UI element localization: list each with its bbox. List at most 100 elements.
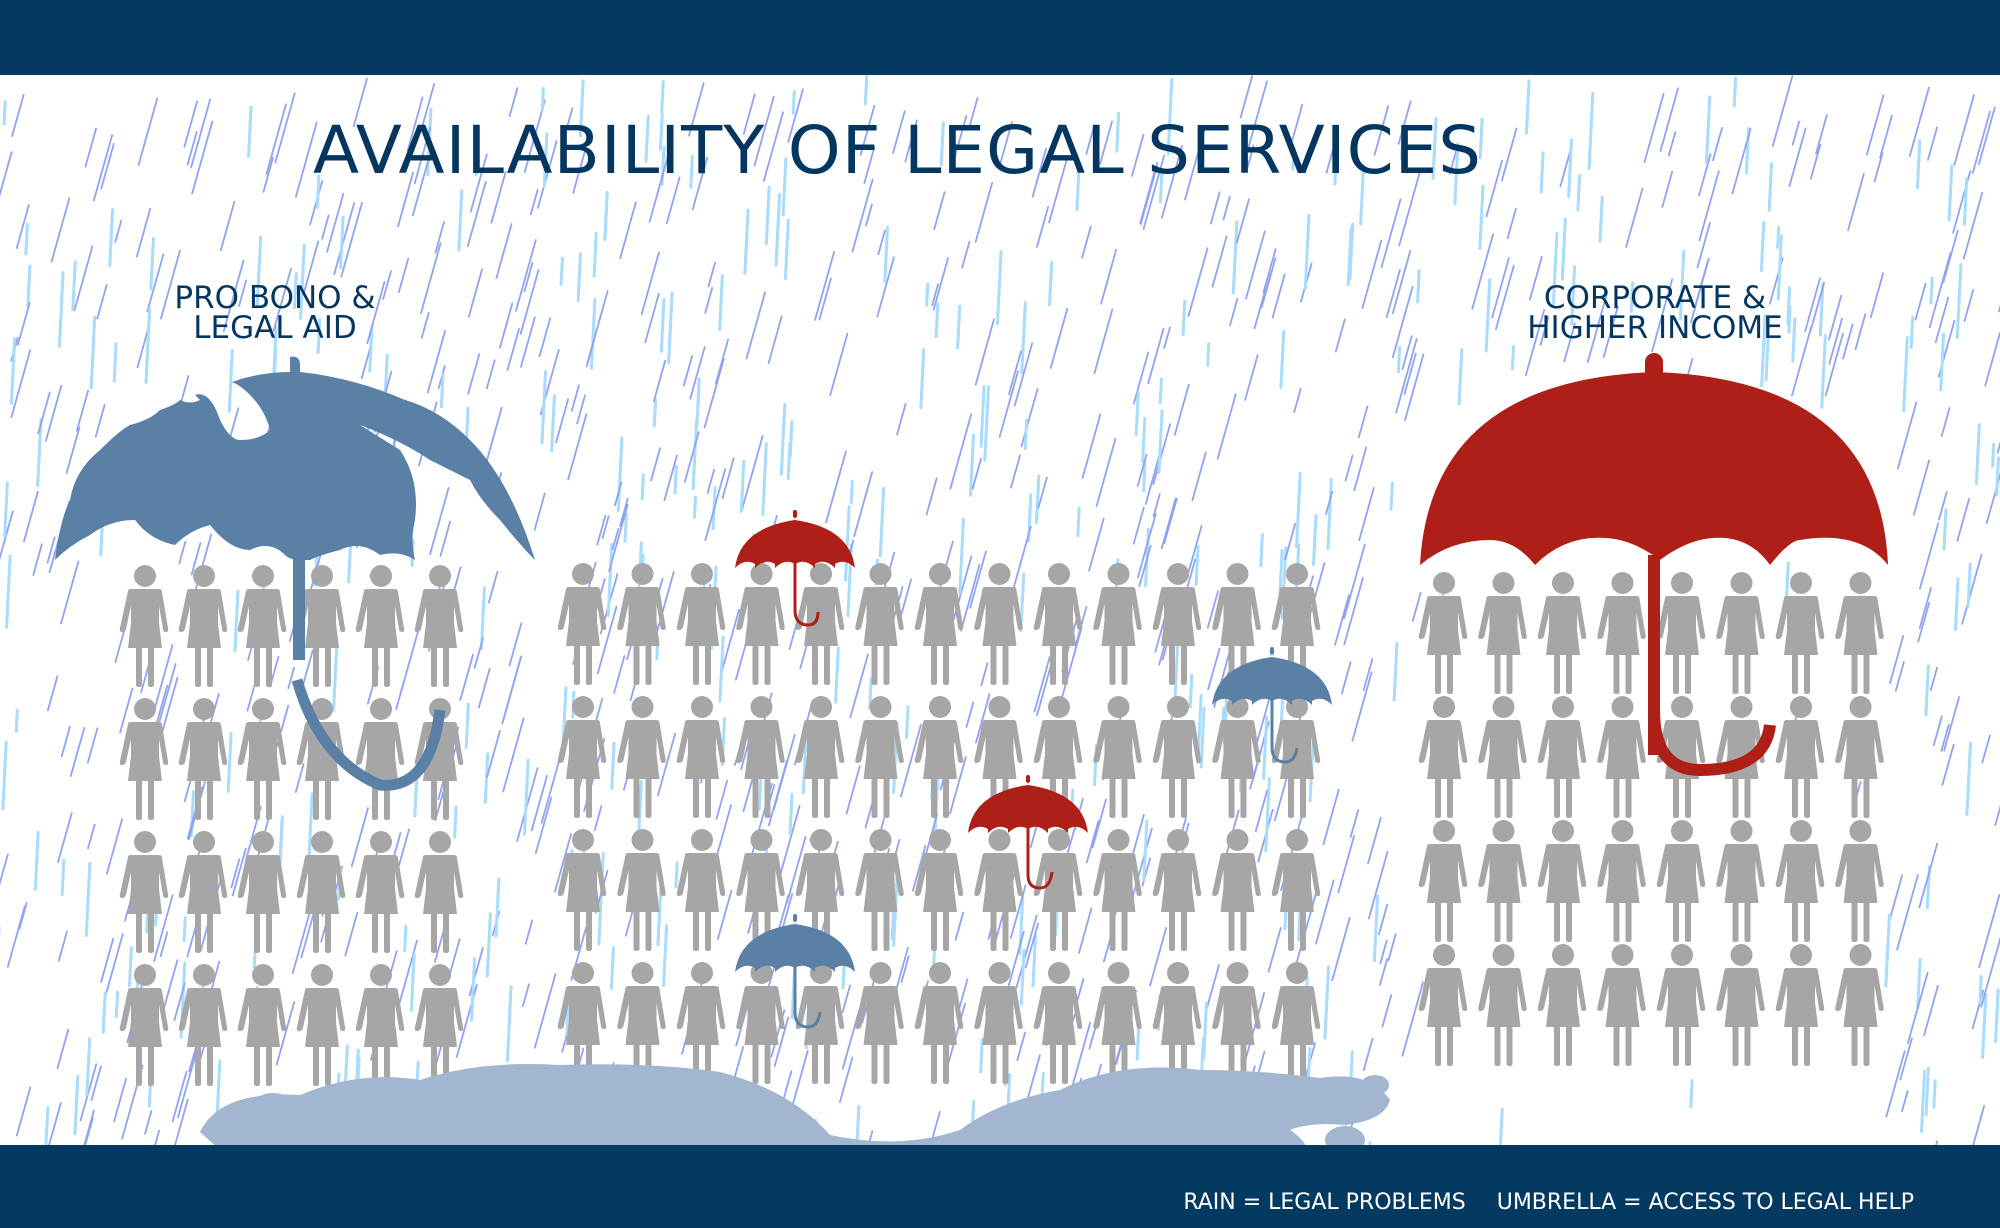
person-icon (1212, 962, 1261, 1084)
person-icon (974, 563, 1023, 685)
person-icon (1152, 962, 1202, 1084)
person-icon (355, 698, 405, 820)
person-icon (617, 696, 666, 818)
person-icon (1212, 696, 1261, 818)
large-red-umbrella-icon (1420, 353, 1888, 777)
person-icon (855, 696, 904, 818)
person-icon (178, 831, 228, 953)
person-icon (1478, 944, 1527, 1066)
person-icon (1716, 944, 1765, 1066)
person-icon (914, 563, 964, 685)
person-icon (1093, 696, 1142, 818)
person-icon (119, 964, 169, 1086)
person-icon (736, 962, 785, 1084)
person-icon (676, 829, 726, 951)
person-icon (1212, 829, 1261, 951)
person-icon (1716, 820, 1765, 942)
person-icon (119, 831, 169, 953)
person-icon (1775, 572, 1825, 694)
person-icon (1597, 820, 1646, 942)
person-icon (1093, 563, 1142, 685)
legend-rain: RAIN = LEGAL PROBLEMS (1183, 1190, 1466, 1215)
person-icon (1152, 829, 1202, 951)
footer-banner (0, 1145, 2000, 1228)
person-icon (1537, 944, 1587, 1066)
group-label-pro-bono: PRO BONO & LEGAL AID (140, 280, 410, 346)
person-icon (1835, 572, 1884, 694)
person-icon (237, 831, 287, 953)
person-icon (974, 962, 1023, 1084)
person-icon (1418, 944, 1468, 1066)
person-icon (1537, 572, 1587, 694)
person-icon (237, 565, 287, 687)
person-icon (1033, 563, 1083, 685)
person-icon (676, 696, 726, 818)
person-icon (355, 831, 405, 953)
person-icon (1093, 829, 1142, 951)
person-icon (414, 964, 464, 1086)
person-icon (1835, 820, 1884, 942)
person-icon (1418, 572, 1468, 694)
legend-umbrella: UMBRELLA = ACCESS TO LEGAL HELP (1496, 1190, 1914, 1215)
person-icon (355, 964, 405, 1086)
person-icon (795, 696, 845, 818)
person-icon (736, 696, 785, 818)
group-label-line: LEGAL AID (193, 310, 357, 346)
small-red-umbrella-icon-1 (735, 510, 855, 627)
person-icon (914, 962, 964, 1084)
person-icon (557, 563, 607, 685)
person-icon (617, 829, 666, 951)
person-icon (1033, 962, 1083, 1084)
person-icon (1271, 962, 1321, 1084)
person-icon (736, 563, 785, 685)
person-icon (1478, 820, 1527, 942)
person-icon (1537, 696, 1587, 818)
person-icon (1656, 944, 1706, 1066)
person-icon (237, 964, 287, 1086)
page-title: AVAILABILITY OF LEGAL SERVICES (313, 112, 1482, 189)
group-label-line: PRO BONO & (174, 280, 376, 316)
group-label-corporate: CORPORATE & HIGHER INCOME (1480, 283, 1830, 346)
person-icon (1478, 696, 1527, 818)
person-icon (1418, 820, 1468, 942)
person-icon (855, 962, 904, 1084)
legend: RAIN = LEGAL PROBLEMS UMBRELLA = ACCESS … (1159, 1190, 1914, 1215)
person-icon (178, 964, 228, 1086)
person-icon (119, 698, 169, 820)
person-icon (557, 829, 607, 951)
small-blue-umbrella-icon-1 (1212, 647, 1332, 764)
person-icon (617, 563, 666, 685)
group-label-line: HIGHER INCOME (1527, 310, 1783, 346)
person-icon (1656, 820, 1706, 942)
person-icon (119, 565, 169, 687)
person-icon (914, 829, 964, 951)
person-icon (178, 565, 228, 687)
person-icon (1271, 829, 1321, 951)
person-icon (296, 964, 346, 1086)
person-icon (1597, 944, 1646, 1066)
person-icon (1478, 572, 1527, 694)
person-icon (557, 696, 607, 818)
person-icon (178, 698, 228, 820)
person-icon (1597, 572, 1646, 694)
top-banner (0, 0, 2000, 75)
person-icon (1775, 820, 1825, 942)
person-icon (1775, 696, 1825, 818)
small-blue-umbrella-icon-2 (735, 914, 855, 1029)
person-icon (1597, 696, 1646, 818)
person-icon (855, 829, 904, 951)
person-icon (676, 563, 726, 685)
person-icon (1537, 820, 1587, 942)
person-icon (1152, 563, 1202, 685)
small-red-umbrella-icon-2 (968, 775, 1088, 890)
person-icon (914, 696, 964, 818)
person-icon (355, 565, 405, 687)
person-icon (1033, 829, 1083, 951)
person-icon (676, 962, 726, 1084)
person-icon (1835, 696, 1884, 818)
person-icon (296, 831, 346, 953)
person-icon (1093, 962, 1142, 1084)
person-icon (1656, 572, 1706, 694)
tattered-blue-umbrella-icon (55, 356, 535, 791)
person-icon (237, 698, 287, 820)
